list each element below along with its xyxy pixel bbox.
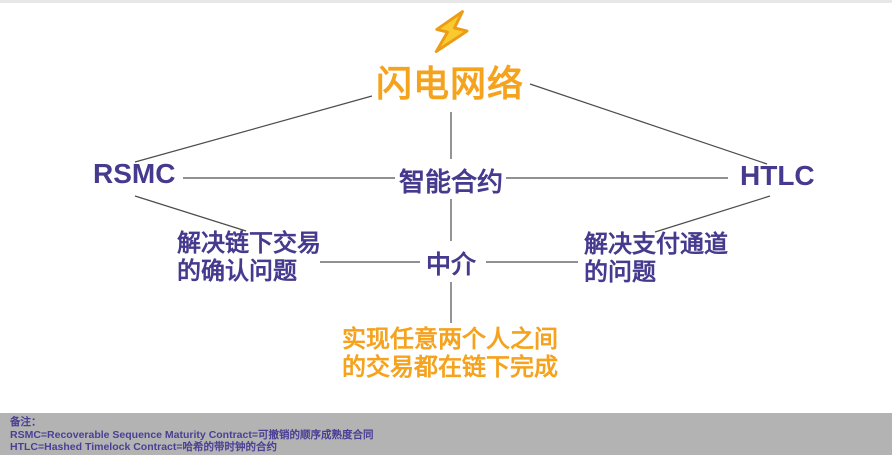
node-offchain-confirmation: 解决链下交易 的确认问题 xyxy=(177,230,321,286)
node-offchain-confirmation-line2: 的确认问题 xyxy=(177,258,297,285)
line-htlc-to-right-desc xyxy=(654,195,771,233)
node-intermediary: 中介 xyxy=(425,251,476,279)
line-title-to-htlc xyxy=(529,83,768,165)
node-payment-channel: 解决支付通道 的问题 xyxy=(584,231,728,287)
node-rsmc: RSMC xyxy=(93,158,176,189)
node-smart-contract: 智能合约 xyxy=(398,167,503,197)
node-payment-channel-line1: 解决支付通道 xyxy=(584,231,728,258)
lightning-bolt-icon xyxy=(434,10,469,54)
bottom-conclusion-line1: 实现任意两个人之间 xyxy=(342,326,558,353)
node-htlc: HTLC xyxy=(740,160,815,191)
node-payment-channel-line2: 的问题 xyxy=(584,259,656,286)
bottom-conclusion-line2: 的交易都在链下完成 xyxy=(342,354,558,381)
footnote-htlc-definition: HTLC=Hashed Timelock Contract=哈希的带时钟的合约 xyxy=(10,441,278,454)
line-title-to-rsmc xyxy=(134,95,373,163)
footnote-label: 备注： xyxy=(10,416,42,428)
line-rsmc-to-left-desc xyxy=(134,195,247,232)
bottom-conclusion: 实现任意两个人之间 的交易都在链下完成 xyxy=(295,326,605,382)
diagram-title: 闪电网络 xyxy=(375,63,524,104)
top-edge-divider xyxy=(0,0,892,3)
footnote-rsmc-definition: RSMC=Recoverable Sequence Maturity Contr… xyxy=(10,428,374,441)
node-offchain-confirmation-line1: 解决链下交易 xyxy=(177,230,321,257)
footnote-bar: 备注： RSMC=Recoverable Sequence Maturity C… xyxy=(0,413,892,455)
